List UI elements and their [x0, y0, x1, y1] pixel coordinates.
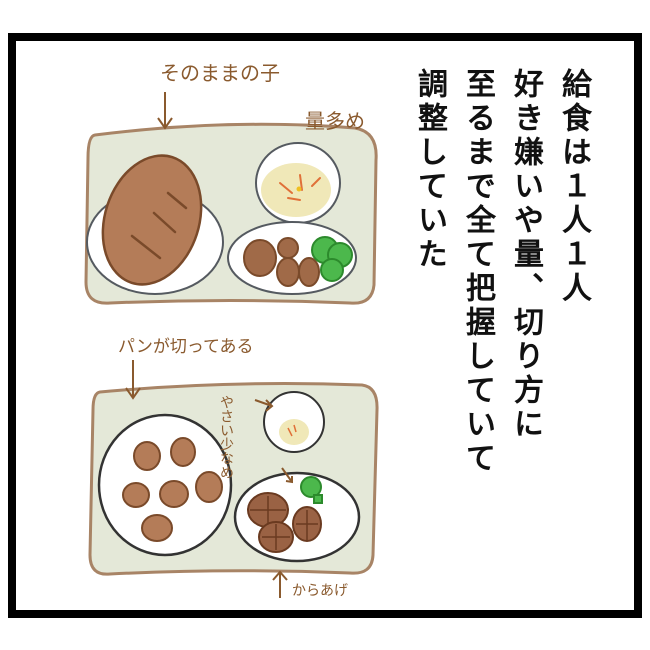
sliced-bread-icon [122, 437, 223, 542]
soup-icon [261, 163, 331, 217]
label-yasai-sukuname: やさい少なめ [218, 395, 234, 479]
soup-small-icon [279, 419, 309, 445]
label-sonomama: そのままの子 [160, 61, 280, 85]
arrow-right-icon [254, 399, 274, 412]
bottom-tray [88, 382, 379, 576]
narration-column-4: 調整していた [412, 68, 447, 272]
label-karaage: からあげ [292, 583, 348, 599]
arrow-up-icon [272, 570, 288, 598]
broccoli-icon [311, 236, 353, 282]
label-pan-kitte-aru: パンが切ってある [118, 337, 254, 357]
arrow-down-icon [125, 360, 141, 400]
bread-roll-icon [101, 154, 203, 286]
top-tray [84, 122, 378, 305]
meatball-icon [243, 237, 320, 287]
handwritten-labels: そのままの子 量多め パンが切ってある やさい少なめ からあげ [118, 61, 365, 599]
broccoli-small-icon [300, 476, 323, 504]
narration-column-2: 好き嫌いや量、切り方に [508, 68, 543, 442]
narration-column-1: 給食は１人１人 [556, 68, 591, 306]
arrow-down-icon [157, 92, 173, 130]
arrow-right-icon [281, 467, 293, 484]
narration-column-3: 至るまで全て把握していて [460, 68, 495, 476]
label-ryou-oome: 量多め [305, 109, 365, 133]
